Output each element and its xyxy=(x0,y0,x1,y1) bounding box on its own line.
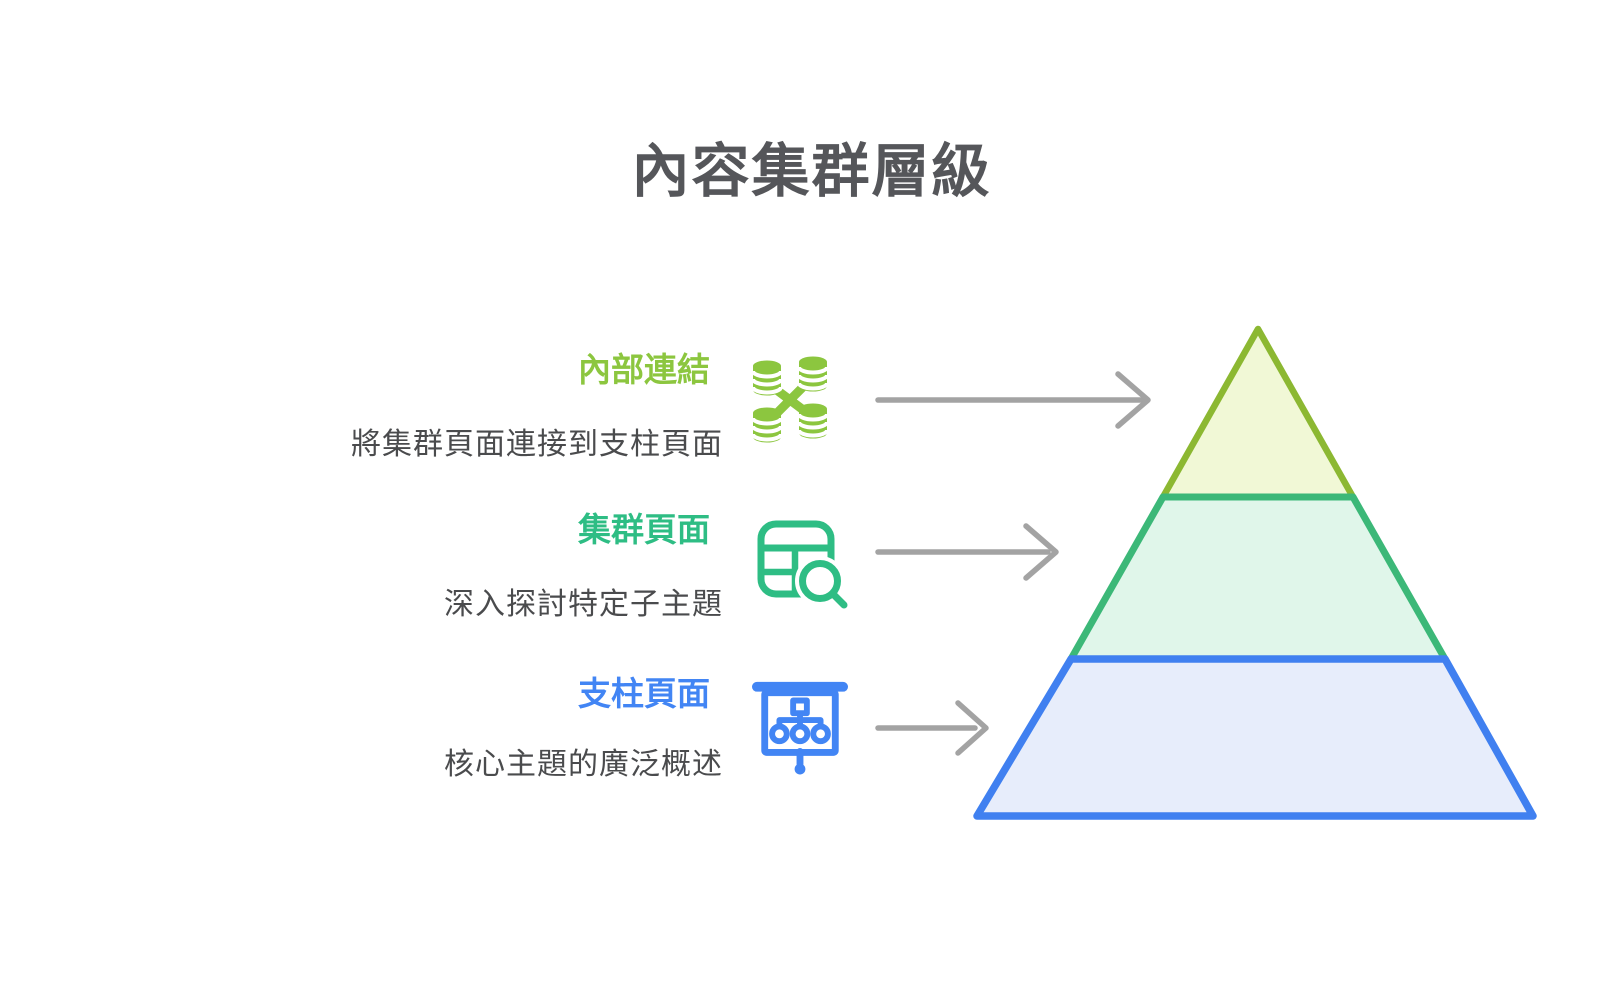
row-description-internal-links: 將集群頁面連接到支柱頁面 xyxy=(351,428,723,461)
presentation-org-chart-icon xyxy=(751,681,849,775)
pyramid-level-top xyxy=(1159,325,1357,501)
row-description-pillar-pages: 核心主題的廣泛概述 xyxy=(444,748,723,781)
page-title: 內容集群層級 xyxy=(631,139,992,204)
row-label-pillar-pages: 支柱頁面 xyxy=(578,675,710,712)
database-network-icon xyxy=(751,356,829,443)
arrow-internal-links-icon xyxy=(875,371,1151,429)
row-description-cluster-pages: 深入探討特定子主題 xyxy=(444,588,723,621)
arrow-cluster-pages-icon xyxy=(875,523,1059,581)
arrow-pillar-pages-icon xyxy=(875,700,989,756)
pyramid-level-bottom xyxy=(973,655,1537,820)
row-label-internal-links: 內部連結 xyxy=(578,351,710,388)
row-label-cluster-pages: 集群頁面 xyxy=(578,511,710,548)
pyramid xyxy=(973,325,1537,820)
table-search-icon xyxy=(757,520,848,609)
pyramid-level-middle xyxy=(1067,493,1449,663)
